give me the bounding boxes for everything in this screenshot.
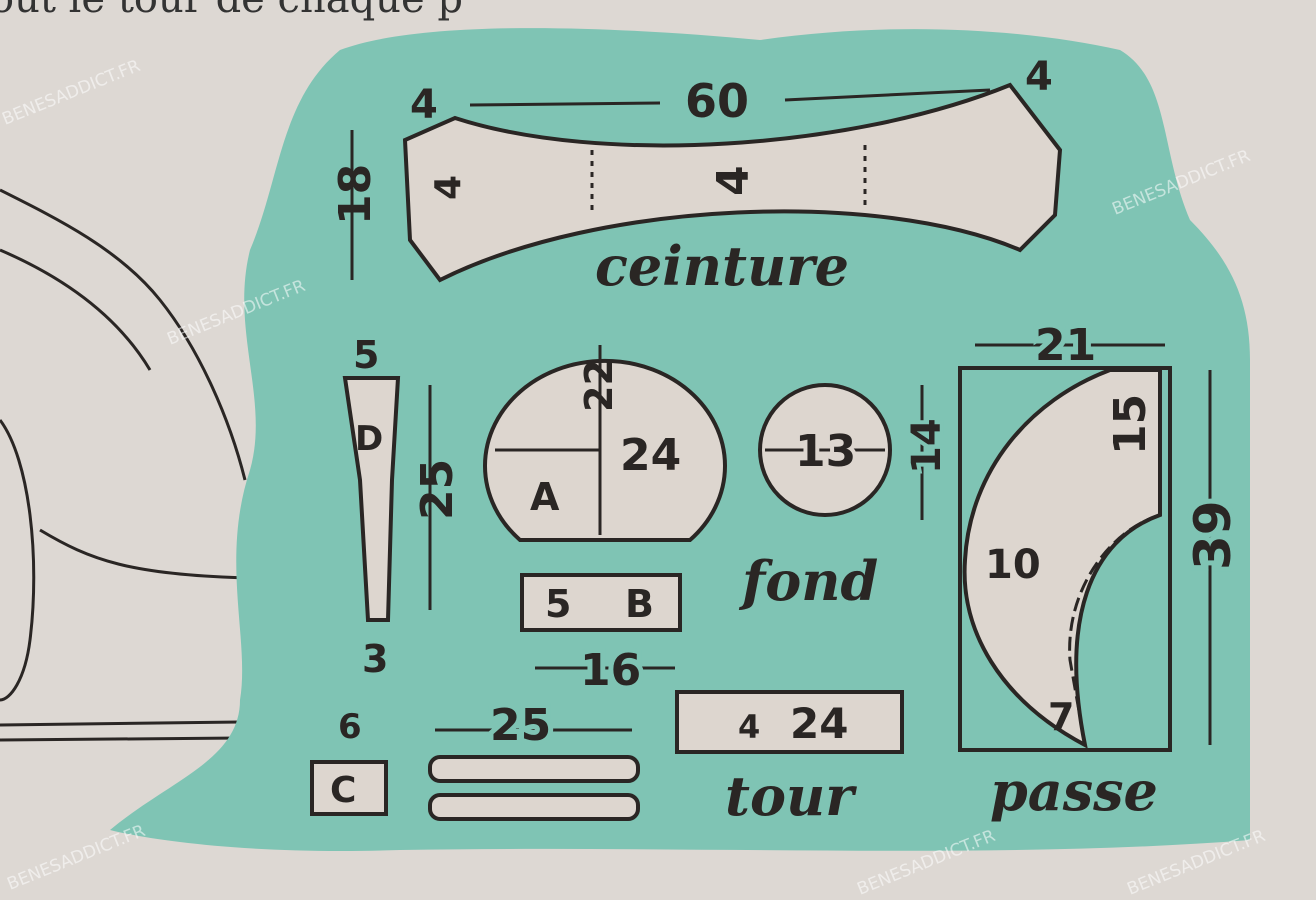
fond-diameter: 13 bbox=[795, 426, 856, 477]
watermark: BENESADDICT.FR bbox=[4, 821, 148, 895]
tubes-length: 25 bbox=[490, 700, 551, 751]
hat-sketch bbox=[0, 188, 251, 742]
ceinture-label: ceinture bbox=[595, 234, 849, 298]
c-size: 6 bbox=[338, 707, 362, 747]
passe-height: 39 bbox=[1184, 500, 1242, 570]
d-length: 25 bbox=[412, 459, 463, 520]
piece-c: 6 C bbox=[310, 707, 388, 816]
ceinture-inner-left: 4 bbox=[428, 175, 469, 200]
ceinture-length: 60 bbox=[685, 74, 749, 128]
a-letter: A bbox=[530, 475, 560, 519]
passe-inner: 15 bbox=[1105, 394, 1156, 455]
piece-b: 5 B 16 bbox=[520, 573, 682, 701]
piece-ceinture: 60 4 4 4 4 18 ceinture bbox=[330, 54, 1063, 298]
fond-label: fond bbox=[738, 549, 878, 613]
piece-d: 5 D 25 3 bbox=[342, 333, 463, 681]
ceinture-end-left: 4 bbox=[410, 82, 438, 128]
d-letter: D bbox=[355, 419, 383, 459]
d-top: 5 bbox=[353, 333, 379, 377]
fond-height: 14 bbox=[904, 418, 950, 474]
passe-label: passe bbox=[990, 759, 1158, 823]
watermark: BENESADDICT.FR bbox=[0, 56, 143, 130]
piece-a: 22 24 A bbox=[483, 345, 727, 542]
tour-label: tour bbox=[725, 764, 857, 828]
piece-tubes: 25 bbox=[428, 695, 640, 821]
c-letter: C bbox=[330, 770, 356, 811]
d-bottom: 3 bbox=[362, 637, 388, 681]
ceinture-end-right: 4 bbox=[1025, 54, 1053, 100]
piece-tour: 4 24 tour bbox=[675, 690, 904, 828]
ceinture-width: 18 bbox=[330, 164, 381, 225]
tour-height: 4 bbox=[738, 708, 760, 746]
b-width: 16 bbox=[580, 645, 641, 696]
ceinture-center: 4 bbox=[708, 165, 759, 196]
header-text: out le tour de chaque p bbox=[0, 0, 463, 22]
passe-radius: 10 bbox=[985, 542, 1041, 588]
piece-passe: 21 15 10 39 7 passe bbox=[958, 315, 1247, 823]
passe-tab: 7 bbox=[1048, 695, 1074, 739]
piece-fond: 13 14 fond bbox=[738, 383, 954, 613]
a-radius: 22 bbox=[577, 359, 621, 412]
b-height: 5 bbox=[545, 582, 571, 626]
tour-width: 24 bbox=[790, 699, 848, 748]
passe-width: 21 bbox=[1035, 320, 1096, 371]
a-width: 24 bbox=[620, 430, 681, 481]
b-letter: B bbox=[625, 582, 654, 626]
